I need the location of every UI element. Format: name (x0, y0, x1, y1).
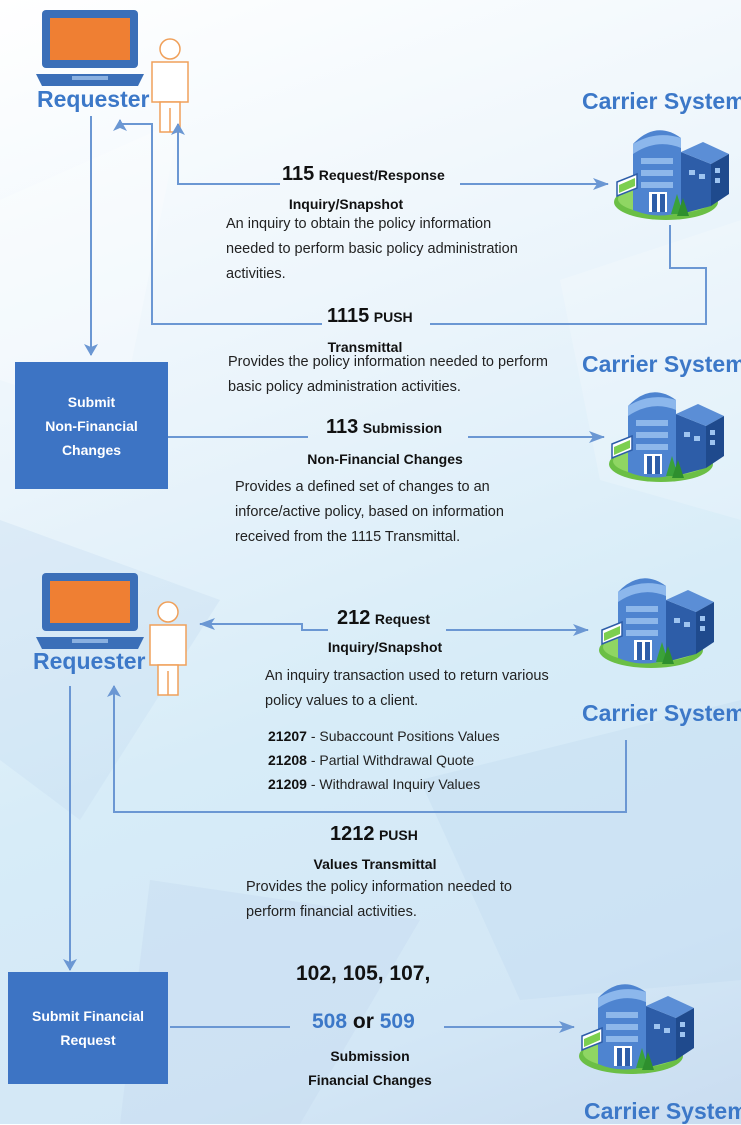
flow-code: 1115 (327, 305, 370, 327)
flow-212-type: Inquiry/Snapshot (327, 639, 443, 655)
arrow-1212-to-requester (107, 685, 627, 813)
desc-line: basic policy administration activities. (228, 379, 461, 395)
flow-1115-title: 1115 PUSH (327, 305, 413, 328)
flow-code: 113 (326, 416, 359, 438)
building-icon (613, 129, 730, 221)
transaction-item: 21209 - Withdrawal Inquiry Values (268, 776, 481, 792)
type-line: Submission (330, 1048, 410, 1064)
flow-code: 212 (337, 607, 371, 629)
flow-212-description: An inquiry transaction used to return va… (265, 664, 549, 714)
flow-115-type: Inquiry/Snapshot (288, 196, 404, 212)
financial-codes-alt: 508 or 509 (312, 1010, 415, 1034)
submit-financial-request-box: Submit Financial Request (8, 972, 168, 1084)
flow-1212-type: Values Transmittal (313, 856, 437, 872)
flow-1115-description: Provides the policy information needed t… (228, 350, 548, 400)
flow-212-transactions: 21207 - Subaccount Positions Values 2120… (268, 724, 500, 796)
carrier-system-label: Carrier System (582, 88, 741, 114)
submit-non-financial-changes-box: Submit Non-Financial Changes (15, 362, 168, 489)
arrow-212-to-requester (199, 618, 328, 631)
financial-type: Submission Financial Changes (290, 1044, 450, 1092)
building-icon (598, 577, 715, 669)
flow-115-description: An inquiry to obtain the policy informat… (226, 212, 518, 287)
code-508: 508 (312, 1010, 348, 1033)
flow-1212-title: 1212 PUSH (330, 823, 418, 846)
type-line: Financial Changes (308, 1072, 432, 1088)
flow-verb: Request (374, 611, 431, 627)
desc-line: inforce/active policy, based on informat… (235, 504, 504, 520)
arrow-1115-to-requester (113, 119, 322, 325)
flow-113-type: Non-Financial Changes (307, 451, 463, 467)
desc-line: activities. (226, 266, 286, 282)
desc-line: An inquiry to obtain the policy informat… (226, 216, 492, 232)
flow-1115-type: Transmittal (327, 339, 403, 355)
box-line: Request (60, 1032, 116, 1048)
flow-code: 1212 (330, 823, 375, 845)
box-line: Submit (67, 393, 116, 410)
desc-line: received from the 1115 Transmittal. (235, 529, 461, 545)
flow-verb: Request/Response (318, 167, 445, 183)
requester-label: Requester (37, 86, 150, 112)
laptop-icon (36, 573, 144, 649)
flow-113-title: 113 Submission (326, 416, 442, 439)
flow-verb: PUSH (378, 827, 418, 843)
box-line: Changes (61, 441, 122, 458)
building-icon (578, 983, 695, 1075)
desc-line: Provides a defined set of changes to an (235, 479, 490, 495)
or-word: or (352, 1010, 374, 1033)
requester-label: Requester (33, 648, 146, 674)
desc-line: Provides the policy information needed t… (228, 354, 548, 370)
desc-line: perform financial activities. (246, 904, 417, 920)
desc-line: An inquiry transaction used to return va… (265, 668, 549, 684)
box-line: Submit Financial (31, 1008, 144, 1024)
person-icon (149, 601, 187, 696)
carrier-system-label: Carrier System (584, 1098, 741, 1124)
desc-line: needed to perform basic policy administr… (226, 241, 518, 257)
flow-1212-description: Provides the policy information needed t… (246, 875, 512, 925)
arrow-1115-from-carrier (430, 225, 707, 325)
code-509: 509 (379, 1010, 415, 1033)
flow-113-description: Provides a defined set of changes to an … (235, 475, 504, 550)
laptop-icon (36, 10, 144, 86)
flow-verb: PUSH (373, 309, 413, 325)
flow-212-title: 212 Request (337, 607, 430, 630)
flow-code: 115 (282, 163, 315, 185)
carrier-system-label: Carrier System (582, 351, 741, 377)
carrier-system-label: Carrier System (582, 700, 741, 726)
flow-115-title: 115 Request/Response (282, 163, 445, 186)
desc-line: Provides the policy information needed t… (246, 879, 512, 895)
desc-line: policy values to a client. (265, 693, 419, 709)
financial-codes: 102, 105, 107, (296, 962, 431, 985)
building-icon (608, 391, 725, 483)
box-line: Non-Financial (45, 417, 138, 434)
person-icon (151, 38, 189, 133)
transaction-item: 21208 - Partial Withdrawal Quote (268, 752, 475, 768)
arrow-115-to-requester (171, 123, 280, 185)
flow-verb: Submission (362, 420, 443, 436)
transaction-item: 21207 - Subaccount Positions Values (268, 728, 500, 744)
